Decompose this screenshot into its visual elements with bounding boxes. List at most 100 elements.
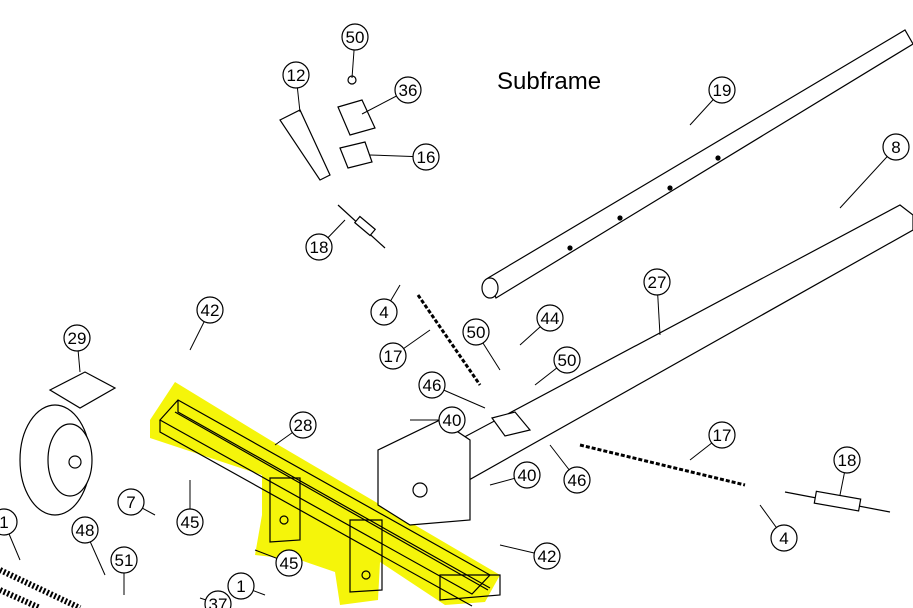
callout-circle: [643, 268, 671, 296]
callout-circle: [305, 233, 333, 261]
callout-c46a: 46: [418, 371, 446, 399]
callout-number: 16: [417, 148, 436, 167]
callout-circle: [553, 346, 581, 374]
subframe-highlight: [150, 382, 500, 605]
callout-c28: 28: [289, 411, 317, 439]
callout-circle: [536, 304, 564, 332]
leader-line-c8: [839, 146, 897, 209]
callout-number: 42: [201, 301, 220, 320]
plates: [337, 75, 376, 169]
callout-c40b: 40: [513, 461, 541, 489]
callout-circle: [438, 406, 466, 434]
callout-circle: [412, 143, 440, 171]
callout-c37: 37: [204, 590, 232, 608]
callout-circle: [379, 342, 407, 370]
callout-number: 17: [384, 347, 403, 366]
callout-c50c: 50: [553, 346, 581, 374]
callout-circle: [833, 446, 861, 474]
callout-circle: [341, 23, 369, 51]
callout-c18a: 18: [305, 233, 333, 261]
callout-number: 46: [423, 376, 442, 395]
callout-number: 12: [287, 66, 306, 85]
callout-circle: [533, 542, 561, 570]
callout-number: 48: [76, 521, 95, 540]
callout-c1a: 1: [0, 508, 18, 536]
callout-circle: [370, 298, 398, 326]
frame-27: [377, 204, 913, 526]
callout-number: 17: [713, 426, 732, 445]
callout-circle: [204, 590, 232, 608]
callout-c40a: 40: [438, 406, 466, 434]
callout-circle: [176, 508, 204, 536]
callout-c12: 12: [282, 61, 310, 89]
callout-c1b: 1: [227, 572, 255, 600]
callout-number: 19: [713, 81, 732, 100]
callout-number: 1: [0, 513, 9, 532]
subframe-beam: [159, 399, 501, 607]
callout-c46b: 46: [563, 466, 591, 494]
callout-c45b: 45: [275, 549, 303, 577]
callout-number: 37: [209, 595, 228, 608]
callout-circle: [63, 324, 91, 352]
callout-c44: 44: [536, 304, 564, 332]
strap-12: [279, 109, 331, 181]
callout-circle: [275, 549, 303, 577]
callout-number: 29: [68, 329, 87, 348]
callout-c17a: 17: [379, 342, 407, 370]
callout-circle: [0, 508, 18, 536]
callout-c45a: 45: [176, 508, 204, 536]
callout-number: 50: [346, 28, 365, 47]
callout-number: 8: [891, 138, 900, 157]
callout-circle: [196, 296, 224, 324]
callout-c36: 36: [394, 76, 422, 104]
callout-number: 40: [518, 466, 537, 485]
callout-circle: [418, 371, 446, 399]
callout-number: 45: [181, 513, 200, 532]
callout-number: 44: [541, 309, 560, 328]
callout-number: 18: [838, 451, 857, 470]
callout-c29: 29: [63, 324, 91, 352]
caster-wheel-29: [19, 371, 117, 516]
callout-circle: [708, 421, 736, 449]
callout-c42b: 42: [533, 542, 561, 570]
callout-number: 27: [648, 273, 667, 292]
callout-circle: [394, 76, 422, 104]
callout-number: 42: [538, 547, 557, 566]
callout-c27: 27: [643, 268, 671, 296]
callout-number: 18: [310, 238, 329, 257]
callout-circle: [462, 318, 490, 346]
callout-c17b: 17: [708, 421, 736, 449]
tube-19: [481, 29, 913, 299]
callout-labels: 5012361619818427175044504229464028171840…: [0, 23, 910, 608]
callout-number: 36: [399, 81, 418, 100]
callout-number: 4: [379, 303, 388, 322]
callout-number: 1: [236, 577, 245, 596]
callout-circle: [563, 466, 591, 494]
callout-number: 50: [467, 323, 486, 342]
callout-circle: [117, 488, 145, 516]
callout-c19: 19: [708, 76, 736, 104]
callout-c8: 8: [882, 133, 910, 161]
callout-c4b: 4: [770, 524, 798, 552]
callout-number: 46: [568, 471, 587, 490]
spring-1: [0, 567, 82, 608]
callout-c4a: 4: [370, 298, 398, 326]
callout-c16: 16: [412, 143, 440, 171]
callout-number: 50: [558, 351, 577, 370]
callout-c50b: 50: [462, 318, 490, 346]
chain-17: [416, 294, 746, 487]
diagram-title: Subframe: [497, 68, 602, 95]
callout-number: 4: [779, 529, 788, 548]
callout-c48: 48: [71, 516, 99, 544]
callout-circle: [110, 546, 138, 574]
callout-number: 51: [115, 551, 134, 570]
callout-circle: [513, 461, 541, 489]
callout-circle: [882, 133, 910, 161]
callout-circle: [71, 516, 99, 544]
callout-c18b: 18: [833, 446, 861, 474]
callout-circle: [708, 76, 736, 104]
callout-circle: [289, 411, 317, 439]
callout-c50a: 50: [341, 23, 369, 51]
callout-c7: 7: [117, 488, 145, 516]
